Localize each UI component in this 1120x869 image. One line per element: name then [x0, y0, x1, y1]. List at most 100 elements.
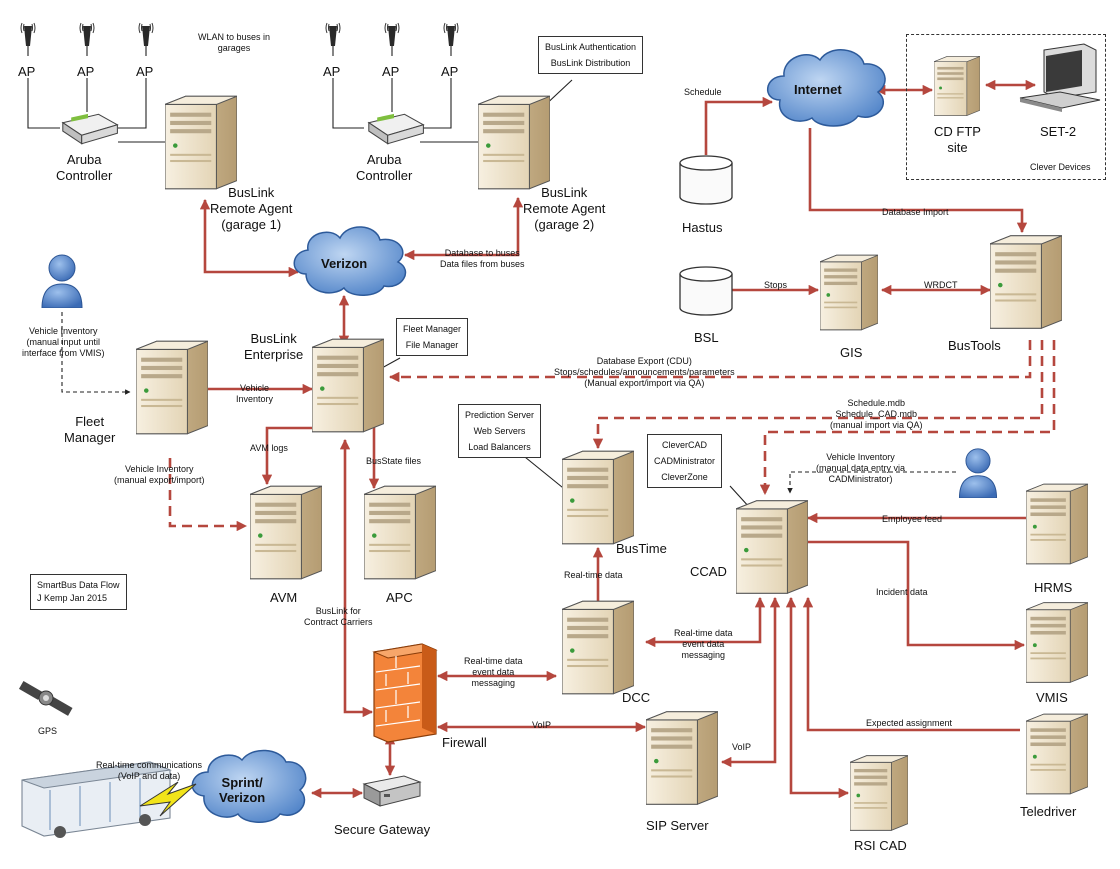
lightning-icon: [139, 781, 197, 817]
avm-label: AVM: [270, 590, 298, 605]
ap-label-3: AP: [136, 64, 154, 79]
database-to-buses-label: Database to buses Data files from buses: [440, 248, 525, 269]
bustools-server[interactable]: [990, 235, 1062, 329]
aruba-controller-1-router[interactable]: [62, 113, 118, 145]
wlan-note: WLAN to buses in garages: [198, 32, 271, 53]
verizon-cloud-label[interactable]: Verizon: [321, 256, 368, 271]
clever-devices-label: Clever Devices: [1030, 162, 1091, 172]
database-export-label: Database Export (CDU) Stops/schedules/an…: [554, 356, 735, 388]
sprint-cloud-label[interactable]: Sprint/ Verizon: [219, 775, 266, 805]
vehicle-inventory-export-label: Vehicle Inventory (manual export/import): [114, 464, 205, 485]
gis-server[interactable]: [820, 254, 878, 331]
ap-label-6: AP: [441, 64, 459, 79]
gps-satellite-icon: [18, 681, 73, 716]
sip-server[interactable]: [646, 711, 718, 805]
firewall-label: Firewall: [442, 735, 487, 750]
aruba-controller-2-router[interactable]: [368, 113, 424, 145]
internet-cloud-label[interactable]: Internet: [794, 82, 842, 97]
internet-cloud-shape: [767, 49, 886, 127]
database-import-label: Database Import: [882, 207, 949, 217]
hastus-database[interactable]: [679, 155, 733, 205]
incident-data-label: Incident data: [876, 587, 928, 597]
link-enterprise-avm: [261, 426, 312, 486]
ap-icon-3: [138, 22, 154, 56]
fleet-manager-server[interactable]: [136, 340, 208, 435]
link-bustools-enterprise: [388, 340, 1032, 383]
bus-illustration: [21, 761, 172, 838]
vehicle-inventory-cad-label: Vehicle Inventory (manual data entry via…: [816, 452, 906, 484]
vehicle-inventory-edge-label: Vehicle Inventory: [236, 383, 274, 404]
clever-devices-box: [906, 34, 1106, 180]
expected-assignment-label: Expected assignment: [866, 718, 953, 728]
cd-ftp-label: CD FTP site: [934, 124, 981, 155]
vmis-label: VMIS: [1036, 690, 1068, 705]
user-icon-fleet: [41, 254, 83, 308]
verizon-cloud-shape: [293, 226, 407, 296]
link-ccad-vmis: [808, 540, 1026, 651]
secure-gateway-label: Secure Gateway: [334, 822, 431, 837]
smartbus-note: SmartBus Data Flow J Kemp Jan 2015: [30, 574, 127, 610]
ap-label-2: AP: [77, 64, 95, 79]
apc-label: APC: [386, 590, 413, 605]
hrms-server[interactable]: [1026, 483, 1088, 565]
ap-icon-5: [384, 22, 400, 56]
apc-server[interactable]: [364, 485, 436, 580]
buslink-remote-agent-1-server[interactable]: [165, 95, 237, 190]
hrms-label: HRMS: [1034, 580, 1073, 595]
bustools-label: BusTools: [948, 338, 1001, 353]
buslink-remote-agent-1-label: BusLink Remote Agent (garage 1): [210, 185, 293, 232]
ccad-server[interactable]: [736, 500, 808, 594]
employee-feed-label: Employee feed: [882, 514, 943, 524]
realtime-comms-label: Real-time communications (VoIP and data): [96, 760, 203, 781]
gis-label: GIS: [840, 345, 863, 360]
link-ra1-verizon: [199, 198, 300, 278]
bustime-server[interactable]: [562, 450, 634, 545]
hastus-label: Hastus: [682, 220, 723, 235]
link-rsi-ccad: [785, 596, 850, 799]
dcc-server[interactable]: [562, 600, 634, 695]
ap-icon-6: [443, 22, 459, 56]
link-fleet-avm: [168, 458, 248, 532]
buslink-auth-callout: BusLink Authentication BusLink Distribut…: [538, 36, 644, 74]
buslink-remote-agent-2-label: BusLink Remote Agent (garage 2): [523, 185, 606, 232]
avm-server[interactable]: [250, 485, 322, 580]
buslink-enterprise-label: BusLink Enterprise: [244, 331, 304, 362]
dcc-label: DCC: [622, 690, 651, 705]
clevercad-callout: CleverCAD CADMinistrator CleverZone: [647, 434, 723, 488]
schedule-mdb-label: Schedule.mdb Schedule_CAD.mdb (manual im…: [830, 398, 923, 430]
realtime-data-label: Real-time data: [564, 570, 623, 580]
buslink-enterprise-server[interactable]: [312, 338, 384, 433]
wrdct-label: WRDCT: [924, 280, 958, 290]
stops-label: Stops: [764, 280, 788, 290]
rsi-cad-label: RSI CAD: [854, 838, 907, 853]
connections: [199, 79, 1037, 799]
bsl-database[interactable]: [679, 266, 733, 316]
ap-icon-4: [325, 22, 341, 56]
aruba-controller-1-label: Aruba Controller: [56, 152, 113, 183]
ccad-label: CCAD: [690, 564, 727, 579]
ap-label-1: AP: [18, 64, 36, 79]
link-internet-bustools: [808, 128, 1028, 234]
bustime-label: BusTime: [616, 541, 667, 556]
link-teledriver-ccad: [802, 596, 1020, 732]
prediction-server-callout: Prediction Server Web Servers Load Balan…: [458, 404, 542, 458]
rsi-cad-server[interactable]: [850, 755, 908, 831]
voip-label-1: VoIP: [532, 720, 552, 730]
gps-label: GPS: [38, 726, 58, 736]
schedule-label: Schedule: [684, 87, 722, 97]
teledriver-server[interactable]: [1026, 713, 1088, 795]
link-hastus-internet: [704, 96, 774, 155]
user-icon-ccad: [958, 448, 998, 498]
buslink-remote-agent-2-server[interactable]: [478, 95, 550, 190]
link-enterprise-firewall: [339, 438, 374, 718]
vmis-server[interactable]: [1026, 602, 1088, 683]
set2-workstation-icon[interactable]: [1019, 43, 1101, 112]
link-sip-ccad: [720, 596, 781, 768]
link-bustools-bustime: [592, 340, 1044, 450]
avm-logs-label: AVM logs: [250, 443, 288, 453]
buslink-contract-label: BusLink for Contract Carriers: [304, 606, 373, 627]
sip-server-label: SIP Server: [646, 818, 709, 833]
ap-label-4: AP: [323, 64, 341, 79]
dashed-connections: [168, 340, 1056, 532]
